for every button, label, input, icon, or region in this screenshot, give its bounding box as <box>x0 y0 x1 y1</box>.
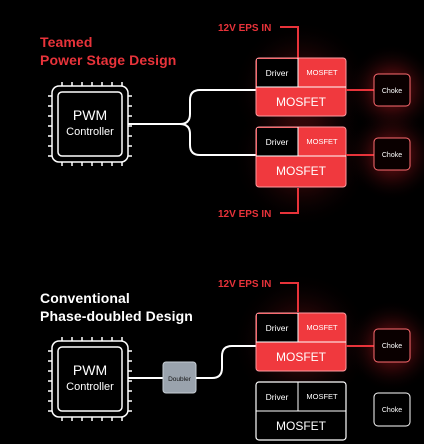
connection-line <box>179 123 256 156</box>
mosfet-label: MOSFET <box>276 164 327 178</box>
connection-line <box>196 345 256 379</box>
power-stage-2: Driver MOSFET MOSFET <box>255 126 347 188</box>
power-stage-1: Driver MOSFET MOSFET <box>255 57 347 117</box>
choke-label: Choke <box>382 407 402 414</box>
mosfet-small-label: MOSFET <box>306 68 338 77</box>
eps-line <box>280 282 299 312</box>
doubler-chip: Doubler <box>162 361 197 394</box>
eps-input-label: 12V EPS IN <box>218 279 271 290</box>
mosfet-small-label: MOSFET <box>306 137 338 146</box>
conventional-title-line2: Phase-doubled Design <box>40 308 193 324</box>
choke-inactive: Choke <box>373 392 411 427</box>
controller-label: Controller <box>66 126 114 138</box>
teamed-title-line2: Power Stage Design <box>40 52 177 68</box>
eps-input-label-top: 12V EPS IN <box>218 23 271 34</box>
choke-label: Choke <box>382 88 402 95</box>
mosfet-label: MOSFET <box>276 95 327 109</box>
power-stage-inactive: Driver MOSFET MOSFET <box>255 381 347 441</box>
choke-active: Choke <box>373 328 411 363</box>
conventional-title: Conventional Phase-doubled Design <box>40 289 193 325</box>
mosfet-small-label: MOSFET <box>306 323 338 332</box>
driver-label: Driver <box>266 68 289 78</box>
driver-label: Driver <box>266 137 289 147</box>
conventional-title-line1: Conventional <box>40 290 130 306</box>
pwm-controller-chip: PWM Controller <box>48 337 132 421</box>
teamed-title: Teamed Power Stage Design <box>40 33 176 69</box>
doubler-label: Doubler <box>168 376 192 383</box>
eps-input-label-bottom: 12V EPS IN <box>218 209 271 220</box>
mosfet-small-label: MOSFET <box>306 392 338 401</box>
pwm-controller-chip: PWM Controller <box>48 82 132 166</box>
pwm-label: PWM <box>73 362 107 378</box>
choke-2: Choke <box>373 137 411 171</box>
power-stage-active: Driver MOSFET MOSFET <box>255 312 347 372</box>
eps-line-bottom <box>280 188 299 214</box>
driver-label: Driver <box>266 323 289 333</box>
teamed-title-line1: Teamed <box>40 34 93 50</box>
connection-line <box>128 89 256 125</box>
choke-label: Choke <box>382 343 402 350</box>
mosfet-label: MOSFET <box>276 419 327 433</box>
driver-label: Driver <box>266 392 289 402</box>
eps-line-top <box>280 26 299 58</box>
controller-label: Controller <box>66 381 114 393</box>
mosfet-label: MOSFET <box>276 350 327 364</box>
pwm-label: PWM <box>73 107 107 123</box>
choke-1: Choke <box>373 73 411 107</box>
choke-label: Choke <box>382 152 402 159</box>
